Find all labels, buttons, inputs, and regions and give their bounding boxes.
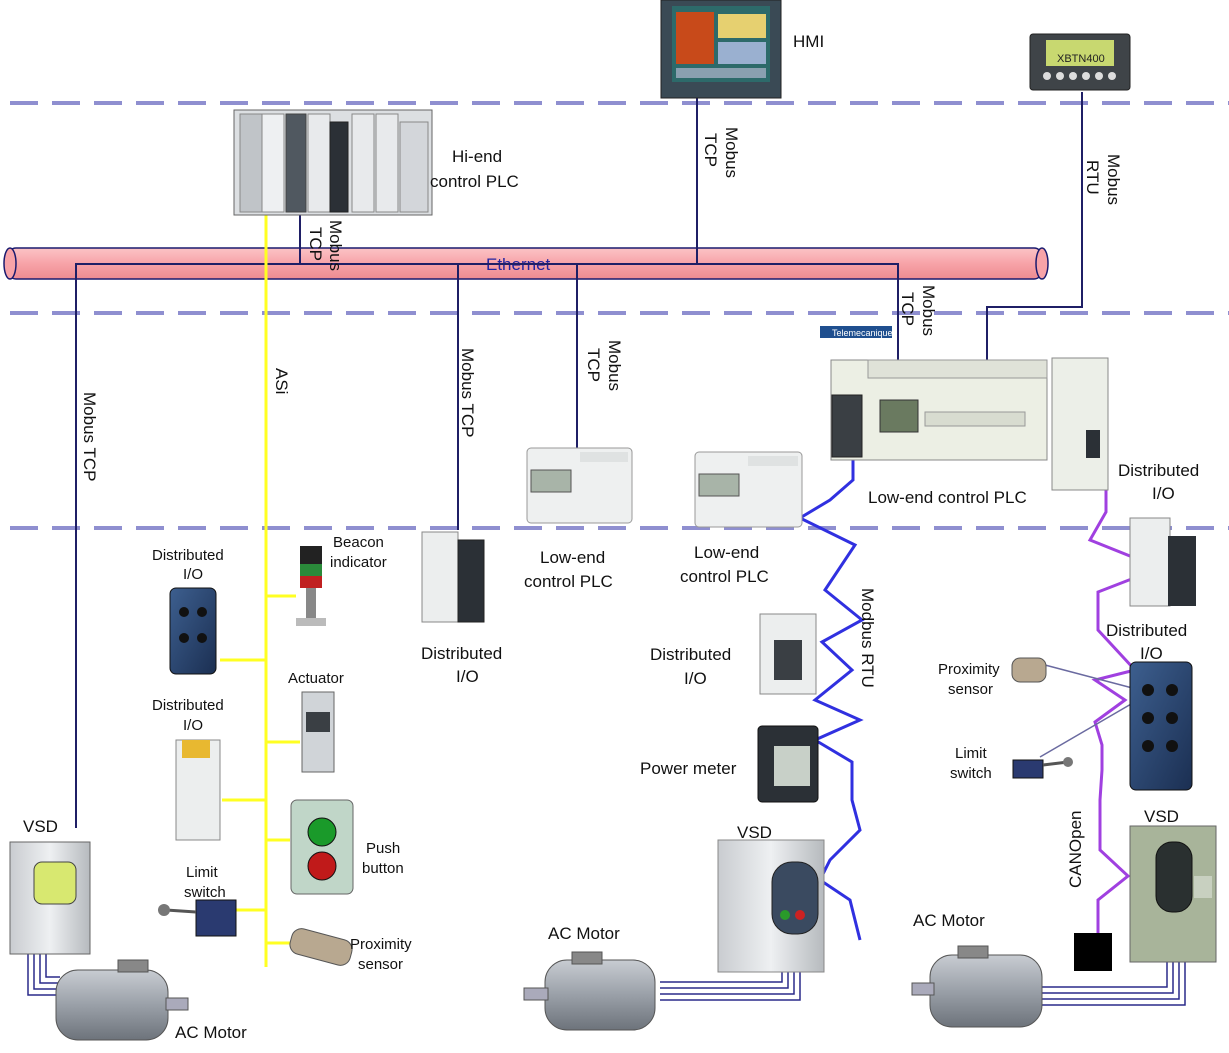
proximity-sensor-right-icon — [1011, 657, 1047, 683]
dist-io-center-icon — [421, 531, 485, 623]
plc-mobus-tcp-label: Mobus TCP — [306, 220, 345, 271]
limit-switch-right-label-2: switch — [950, 765, 992, 782]
telemecanique-text: Telemecanique — [832, 328, 893, 338]
hmi-label: HMI — [793, 32, 824, 51]
mid-mobus-label: Mobus — [605, 340, 624, 391]
lowend-plc-mid2-icon — [694, 451, 803, 528]
power-meter-label: Power meter — [640, 759, 737, 778]
vsd-left-icon — [9, 841, 91, 955]
lowend-plc-mid2-label-2: control PLC — [680, 567, 769, 586]
sensor-wires — [1039, 664, 1141, 758]
motor-wires — [27, 940, 1186, 1006]
vsd-right-label: VSD — [1144, 807, 1179, 826]
proximity-right-label-1: Proximity — [938, 661, 1000, 678]
proximity-right-label-2: sensor — [948, 681, 993, 698]
mid-mobus-tcp-label: Mobus TCP — [584, 340, 624, 391]
dist-io-right-top-label-2: I/O — [1152, 484, 1175, 503]
vsd-mid-label: VSD — [737, 823, 772, 842]
push-button-icon — [290, 799, 354, 895]
dist-io-rtu-icon — [759, 613, 817, 695]
canopen-wire — [1087, 459, 1165, 935]
plc-tcp-label: TCP — [306, 227, 325, 261]
lowend-plc-mid-label-1: Low-end — [540, 548, 605, 567]
lowend-right-mobus-tcp-label: Mobus TCP — [898, 285, 938, 336]
vsd-right-icon — [1129, 825, 1217, 963]
canopen-terminator-icon — [1074, 933, 1112, 971]
dist-io-rtu-label-2: I/O — [684, 669, 707, 688]
dist-io-left-bottom-label-1: Distributed — [152, 697, 224, 714]
dist-io-right-mid-label-2: I/O — [1140, 644, 1163, 663]
ac-motor-mid-label: AC Motor — [548, 924, 620, 943]
dist-io-right-mid-icon — [1129, 517, 1196, 607]
ac-motor-left-icon — [55, 959, 189, 1041]
dist-io-left-top-label-1: Distributed — [152, 547, 224, 564]
ac-motor-left-label: AC Motor — [175, 1023, 247, 1042]
push-button-label-2: button — [362, 860, 404, 877]
lowend-plc-mid2-label-1: Low-end — [694, 543, 759, 562]
lowend-plc-right-label: Low-end control PLC — [868, 488, 1027, 507]
proximity-left-label-1: Proximity — [350, 936, 412, 953]
vsd-left-label: VSD — [23, 817, 58, 836]
dist-io-left-bottom-label-2: I/O — [183, 717, 203, 734]
canopen-label: CANOpen — [1066, 811, 1085, 888]
dist-io-left-bottom-icon — [175, 739, 221, 841]
level-separators — [10, 101, 1229, 530]
lowend-plc-mid-icon — [526, 447, 633, 524]
dist-io-right-top-label-1: Distributed — [1118, 461, 1199, 480]
asi-label: ASi — [272, 368, 291, 394]
plc-mobus-label: Mobus — [326, 220, 345, 271]
lowend-plc-mid-label-2: control PLC — [524, 572, 613, 591]
center-mobus-tcp-label: Mobus TCP — [458, 348, 477, 437]
hmi-tcp-label: TCP — [701, 133, 720, 167]
telemecanique-badge: Telemecanique — [820, 326, 893, 338]
ac-motor-right-label: AC Motor — [913, 911, 985, 930]
dist-io-rtu-label-1: Distributed — [650, 645, 731, 664]
hmi-mobus-tcp-label: Mobus TCP — [701, 127, 741, 178]
limit-switch-left-icon — [158, 899, 237, 937]
xbt-mobus-label: Mobus — [1104, 154, 1123, 205]
hiend-plc-label-1: Hi-end — [452, 147, 502, 166]
actuator-icon — [301, 691, 335, 773]
hiend-plc-label-2: control PLC — [430, 172, 519, 191]
ip67-io-block-icon — [1129, 661, 1193, 791]
beacon-indicator-icon — [296, 546, 326, 626]
hmi-mobus-label: Mobus — [722, 127, 741, 178]
xbt-display-text: XBTN400 — [1057, 53, 1105, 65]
hmi-panel-icon — [660, 0, 782, 99]
asi-bus — [220, 175, 300, 967]
dist-io-center-label-2: I/O — [456, 667, 479, 686]
ac-motor-right-icon — [911, 945, 1043, 1028]
dist-io-center-label-1: Distributed — [421, 644, 502, 663]
limit-switch-right-icon — [1012, 757, 1073, 779]
limit-switch-left-label-1: Limit — [186, 864, 219, 881]
vsd-mid-icon — [717, 839, 825, 973]
dist-io-left-top-label-2: I/O — [183, 566, 203, 583]
beacon-label-1: Beacon — [333, 534, 384, 551]
text-display-icon: XBTN400 — [1029, 33, 1131, 91]
mid-tcp-label: TCP — [584, 348, 603, 382]
xbt-mobus-rtu-label: Mobus RTU — [1083, 154, 1123, 205]
dist-io-left-top-icon — [169, 587, 217, 675]
limit-switch-left-label-2: switch — [184, 884, 226, 901]
limit-switch-right-label-1: Limit — [955, 745, 988, 762]
beacon-label-2: indicator — [330, 554, 387, 571]
dist-io-right-mid-label-1: Distributed — [1106, 621, 1187, 640]
plc-rack-icon — [233, 109, 433, 216]
xbt-rtu-label: RTU — [1083, 160, 1102, 195]
lowend-plc-right-icon — [830, 357, 1109, 491]
lowend-right-tcp-label: TCP — [898, 292, 917, 326]
modbus-rtu-label: Modbus RTU — [858, 588, 877, 688]
ac-motor-mid-icon — [523, 951, 656, 1031]
left-mobus-tcp-label: Mobus TCP — [80, 392, 99, 481]
lowend-right-mobus-label: Mobus — [919, 285, 938, 336]
push-button-label-1: Push — [366, 840, 400, 857]
proximity-left-label-2: sensor — [358, 956, 403, 973]
power-meter-icon — [757, 725, 819, 803]
proximity-sensor-left-icon — [289, 928, 353, 966]
actuator-label: Actuator — [288, 670, 344, 687]
